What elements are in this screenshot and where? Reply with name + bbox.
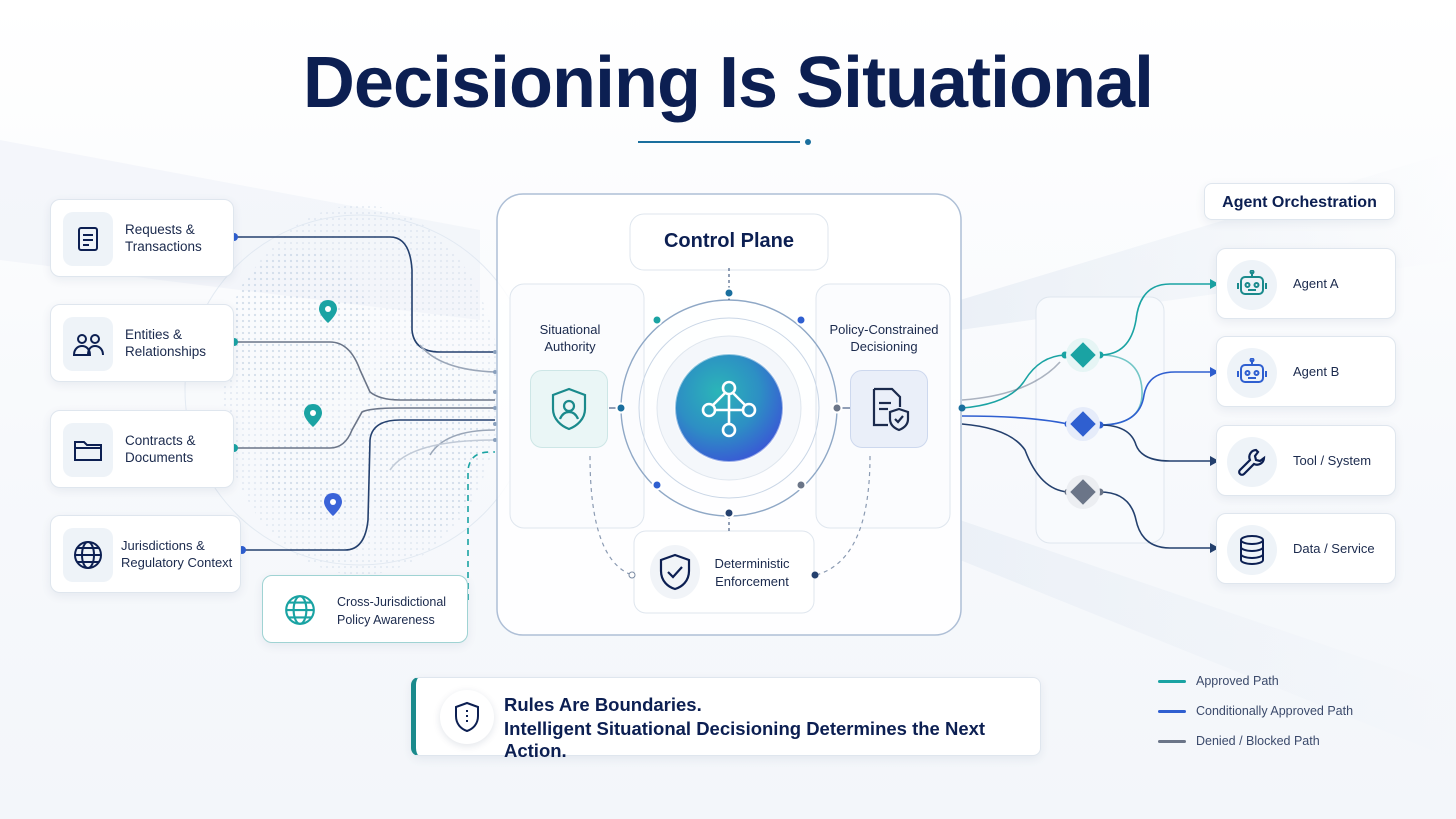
situational-authority-label: Situational Authority bbox=[539, 322, 601, 354]
legend-swatch bbox=[1158, 709, 1186, 713]
agent-orchestration-header: Agent Orchestration bbox=[1204, 183, 1395, 220]
target-data-service[interactable]: Data / Service bbox=[1216, 513, 1396, 584]
policy-constrained-tile[interactable] bbox=[850, 370, 928, 448]
deterministic-enforcement-icon-wrap bbox=[650, 545, 700, 599]
banner-icon-wrap bbox=[440, 690, 494, 744]
decision-diamond-denied bbox=[1066, 475, 1100, 509]
shield-user-icon bbox=[551, 387, 587, 431]
page-title: Decisioning Is Situational bbox=[302, 43, 1154, 123]
network-graph-icon bbox=[701, 380, 757, 438]
situational-authority-tile[interactable] bbox=[530, 370, 608, 448]
target-label: Tool / System bbox=[1293, 453, 1372, 468]
legend-label: Denied / Blocked Path bbox=[1196, 734, 1320, 748]
folder-icon bbox=[63, 423, 113, 477]
map-pin-icon bbox=[324, 493, 342, 516]
banner-line1: Rules Are Boundaries. bbox=[504, 694, 702, 715]
policy-constrained-label: Policy-Constrained Decisioning bbox=[829, 322, 939, 354]
target-label: Agent B bbox=[1293, 364, 1340, 379]
target-agent-b[interactable]: Agent B bbox=[1216, 336, 1396, 407]
document-shield-icon bbox=[872, 387, 910, 432]
decision-diamond-conditional bbox=[1066, 407, 1100, 441]
input-label: Entities & Relationships bbox=[125, 327, 207, 359]
shield-check-icon bbox=[659, 553, 691, 591]
target-tool-system[interactable]: Tool / System bbox=[1216, 425, 1396, 496]
input-card-entities[interactable]: Entities & Relationships bbox=[50, 304, 234, 382]
input-label: Requests & Transactions bbox=[125, 222, 202, 254]
robot-icon bbox=[1227, 260, 1277, 310]
wrench-icon bbox=[1227, 437, 1277, 487]
control-plane-title: Control Plane bbox=[663, 230, 794, 252]
globe-icon bbox=[283, 593, 317, 632]
agent-orchestration-title: Agent Orchestration bbox=[1222, 194, 1377, 211]
world-map bbox=[184, 205, 536, 575]
target-label: Data / Service bbox=[1293, 541, 1375, 556]
map-pin-icon bbox=[304, 404, 322, 427]
input-card-contracts[interactable]: Contracts & Documents bbox=[50, 410, 234, 488]
target-label: Agent A bbox=[1293, 276, 1339, 291]
target-agent-a[interactable]: Agent A bbox=[1216, 248, 1396, 319]
rules-banner: Rules Are Boundaries. Intelligent Situat… bbox=[411, 677, 1041, 761]
decision-diamond-approved bbox=[1066, 338, 1100, 372]
globe-icon bbox=[63, 528, 113, 582]
people-icon bbox=[63, 317, 113, 371]
robot-icon bbox=[1227, 348, 1277, 398]
banner-line2: Intelligent Situational Decisioning Dete… bbox=[504, 718, 986, 761]
input-label: Jurisdictions & Regulatory Context bbox=[121, 538, 233, 570]
database-icon bbox=[1227, 525, 1277, 575]
document-list-icon bbox=[63, 212, 113, 266]
legend-label: Conditionally Approved Path bbox=[1196, 704, 1354, 718]
legend-swatch bbox=[1158, 739, 1186, 743]
legend-item-approved: Approved Path bbox=[1158, 673, 1279, 689]
legend-item-denied: Denied / Blocked Path bbox=[1158, 733, 1320, 749]
legend-label: Approved Path bbox=[1196, 674, 1279, 688]
cross-jurisdictional-card[interactable]: Cross-Jurisdictional Policy Awareness bbox=[262, 575, 468, 643]
map-pin-icon bbox=[319, 300, 337, 323]
input-card-jurisdictions[interactable]: Jurisdictions & Regulatory Context bbox=[50, 515, 241, 593]
cross-jurisdictional-label: Cross-Jurisdictional Policy Awareness bbox=[337, 595, 447, 627]
shield-icon bbox=[455, 701, 479, 733]
legend-item-conditional: Conditionally Approved Path bbox=[1158, 703, 1353, 719]
deterministic-enforcement-label: Deterministic Enforcement bbox=[714, 556, 790, 589]
core-node[interactable] bbox=[675, 354, 783, 462]
legend-swatch bbox=[1158, 679, 1186, 683]
input-card-requests[interactable]: Requests & Transactions bbox=[50, 199, 234, 277]
input-label: Contracts & Documents bbox=[125, 433, 196, 465]
